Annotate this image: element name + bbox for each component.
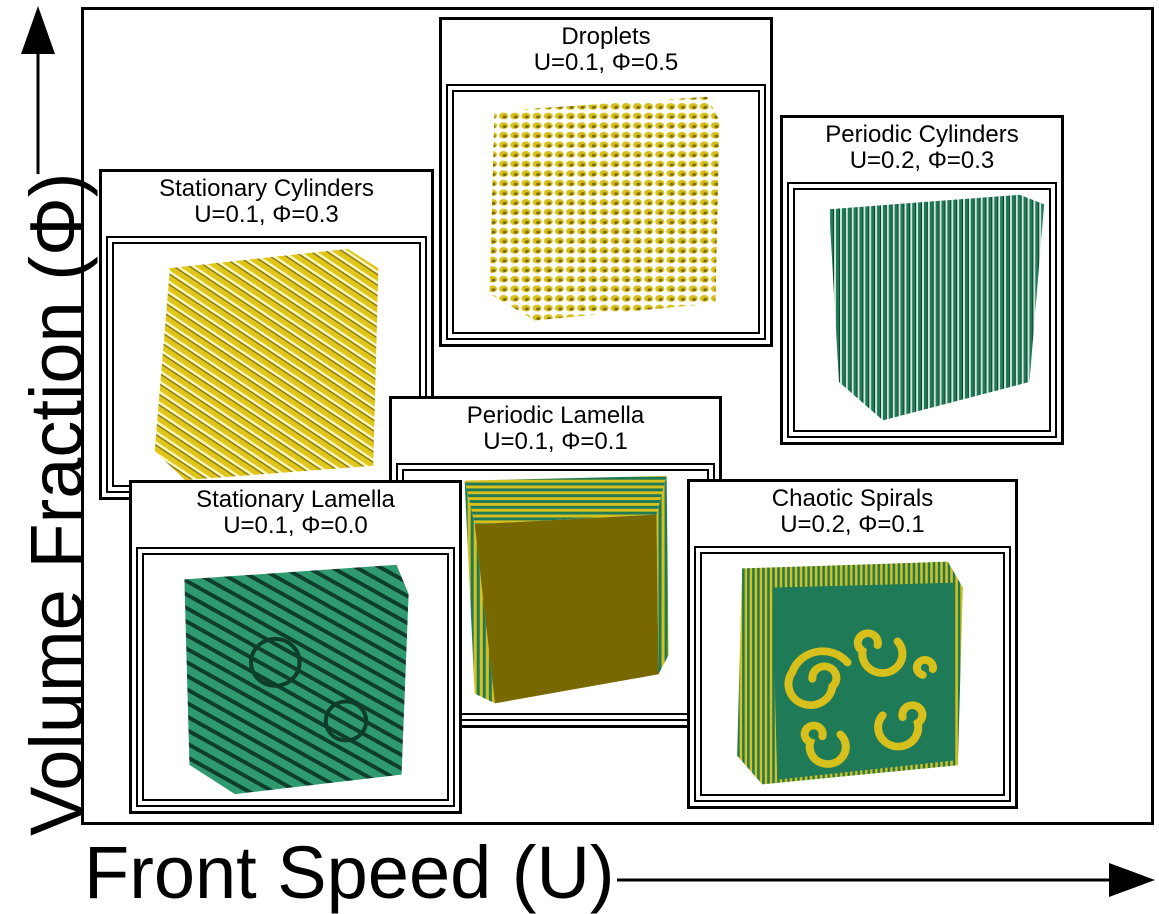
panel-params: U=0.2, Φ=0.1 xyxy=(780,511,925,538)
y-axis-arrow-icon xyxy=(21,6,55,174)
panel-name: Stationary Cylinders xyxy=(159,175,374,202)
image-frame xyxy=(106,236,427,493)
x-axis-arrow-icon xyxy=(617,863,1155,897)
image-frame xyxy=(694,546,1011,802)
structure-image xyxy=(793,188,1051,432)
structure-image xyxy=(452,90,760,334)
panel-name: Droplets xyxy=(561,23,651,50)
panel-periodic-cylinders: Periodic Cylinders U=0.2, Φ=0.3 xyxy=(780,115,1064,445)
panel-title: Periodic Lamella U=0.1, Φ=0.1 xyxy=(392,403,719,455)
structure-image xyxy=(142,553,449,801)
panel-title: Droplets U=0.1, Φ=0.5 xyxy=(442,24,770,76)
structure-image xyxy=(700,552,1005,796)
panel-name: Chaotic Spirals xyxy=(771,485,934,512)
panel-title: Chaotic Spirals U=0.2, Φ=0.1 xyxy=(690,486,1015,538)
panel-name: Stationary Lamella xyxy=(196,486,395,513)
panel-name: Periodic Lamella xyxy=(466,402,645,429)
panel-params: U=0.2, Φ=0.3 xyxy=(849,147,995,174)
panel-name: Periodic Cylinders xyxy=(825,121,1019,148)
x-axis-label: Front Speed (U) xyxy=(84,831,615,914)
panel-params: U=0.1, Φ=0.3 xyxy=(194,201,339,228)
panel-stationary-cylinders: Stationary Cylinders U=0.1, Φ=0.3 xyxy=(99,169,434,500)
structure-image xyxy=(112,242,421,487)
image-frame xyxy=(136,547,455,807)
panel-droplets: Droplets U=0.1, Φ=0.5 xyxy=(439,17,773,347)
panel-title: Periodic Cylinders U=0.2, Φ=0.3 xyxy=(783,122,1061,174)
image-frame xyxy=(446,84,766,340)
panel-params: U=0.1, Φ=0.5 xyxy=(533,49,679,76)
panel-params: U=0.1, Φ=0.1 xyxy=(483,428,628,455)
panel-chaotic-spirals: Chaotic Spirals U=0.2, Φ=0.1 xyxy=(687,479,1018,809)
panel-params: U=0.1, Φ=0.0 xyxy=(223,512,368,539)
panel-title: Stationary Lamella U=0.1, Φ=0.0 xyxy=(132,487,459,539)
image-frame xyxy=(787,182,1057,438)
panel-stationary-lamella: Stationary Lamella U=0.1, Φ=0.0 xyxy=(129,480,462,814)
panel-title: Stationary Cylinders U=0.1, Φ=0.3 xyxy=(102,176,431,228)
